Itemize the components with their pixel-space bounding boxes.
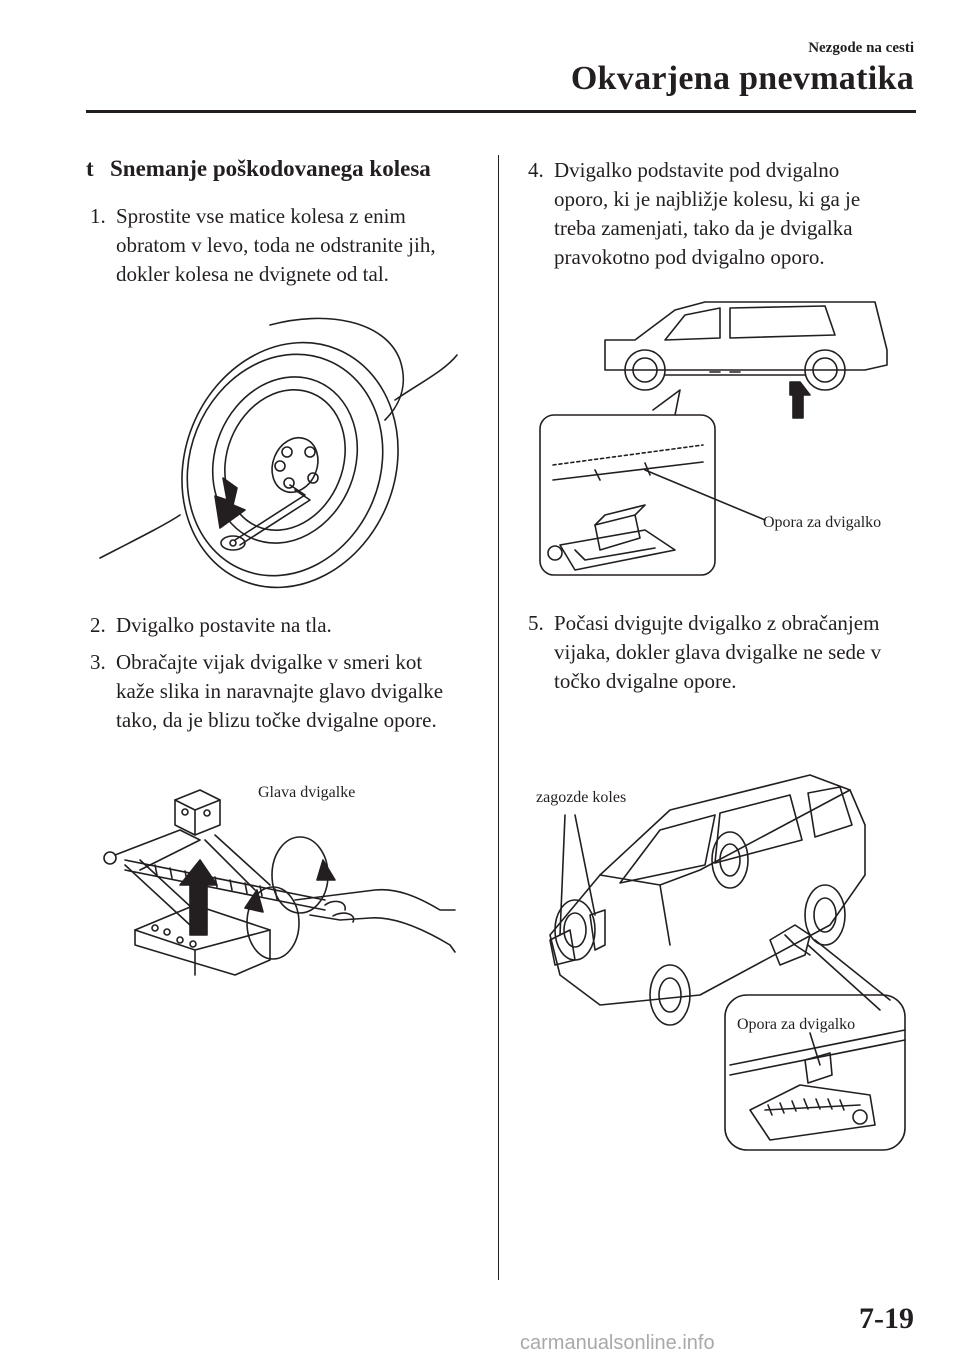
step-number: 1.	[90, 204, 106, 228]
jack-point-label: Opora za dvigalko	[763, 514, 882, 531]
step-number: 4.	[528, 158, 544, 182]
step-5: 5. Počasi dvigujte dvigalko z obračanjem…	[528, 609, 928, 696]
step-text-line: Dvigalko podstavite pod dvigalno	[554, 158, 840, 182]
step-text-line: pravokotno pod dvigalno oporo.	[554, 245, 825, 269]
step-text-line: Dvigalko postavite na tla.	[116, 613, 332, 637]
section-heading-text: Snemanje poškodovanega kolesa	[110, 156, 431, 181]
step-text-line: vijaka, dokler glava dvigalke ne sede v	[554, 640, 882, 664]
step-text-line: Počasi dvigujte dvigalko z obračanjem	[554, 611, 880, 635]
header-rule	[86, 110, 916, 113]
jack-head-label: Glava dvigalke	[258, 784, 356, 801]
step-text-line: treba zamenjati, tako da je dvigalka	[554, 216, 853, 240]
step-number: 5.	[528, 611, 544, 635]
step-2: 2. Dvigalko postavite na tla.	[90, 611, 490, 640]
wheel-chocks-label: zagozde koles	[536, 789, 627, 806]
step-1: 1. Sprostite vse matice kolesa z enim ob…	[90, 202, 490, 289]
page-title: Okvarjena pnevmatika	[570, 60, 914, 97]
page-number: 7-19	[859, 1302, 914, 1335]
step-text-line: točko dvigalne opore.	[554, 669, 737, 693]
jack-point-side-view-illustration	[539, 301, 888, 576]
step-text-line: Obračajte vijak dvigalke v smeri kot	[116, 650, 423, 674]
step-text-line: oporo, ki je najbližje kolesu, ki ga je	[554, 187, 861, 211]
column-divider	[498, 155, 499, 1280]
step-text-line: tako, da je blizu točke dvigalne opore.	[116, 708, 437, 732]
watermark: carmanualsonline.info	[520, 1332, 715, 1354]
step-number: 2.	[90, 613, 106, 637]
step-text-line: dokler kolesa ne dvignete od tal.	[116, 262, 389, 286]
scissor-jack-illustration	[103, 789, 456, 976]
heading-bullet-glyph: t	[86, 156, 94, 181]
step-text-line: obratom v levo, toda ne odstranite jih,	[116, 233, 436, 257]
step-text-line: kaže slika in naravnajte glavo dvigalke	[116, 679, 444, 703]
section-name: Nezgode na cesti	[808, 40, 914, 56]
jack-point-label-2: Opora za dvigalko	[737, 1016, 856, 1033]
step-4: 4. Dvigalko podstavite pod dvigalno opor…	[528, 156, 928, 272]
section-heading: t Snemanje poškodovanega kolesa	[86, 156, 431, 182]
step-text-line: Sprostite vse matice kolesa z enim	[116, 204, 406, 228]
car-lifting-illustration	[549, 774, 906, 1151]
wheel-nut-loosening-illustration	[99, 317, 458, 589]
step-number: 3.	[90, 650, 106, 674]
step-3: 3. Obračajte vijak dvigalke v smeri kot …	[90, 648, 490, 735]
